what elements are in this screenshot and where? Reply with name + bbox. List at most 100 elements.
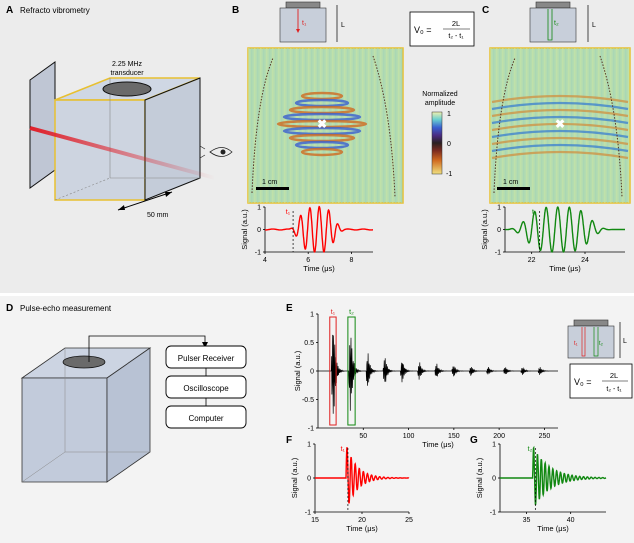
stripe xyxy=(505,48,507,203)
x-axis-label: Time (μs) xyxy=(346,524,378,533)
y-tick-label: 0.5 xyxy=(304,340,314,347)
colorbar-title-1: Normalized xyxy=(422,91,458,98)
stripe xyxy=(332,48,334,203)
y-tick-label: -1 xyxy=(305,510,311,517)
wave-band xyxy=(491,136,629,146)
x-tick-label: 50 xyxy=(359,433,367,440)
wave-band xyxy=(491,129,629,139)
t1-box xyxy=(329,316,337,426)
panel-b-t1: t₁ xyxy=(302,20,307,27)
scale-label-50mm: 50 mm xyxy=(147,212,169,219)
x-tick-label: 8 xyxy=(349,257,353,264)
x-axis-label: Time (μs) xyxy=(303,264,335,273)
stripe xyxy=(556,48,558,203)
panel-b-scalebar xyxy=(256,187,289,190)
stripe xyxy=(496,48,498,203)
formula-bottom-num: 2L xyxy=(610,371,618,380)
panel-b-letter: B xyxy=(232,5,239,16)
signal-line xyxy=(315,447,410,504)
stripe xyxy=(568,48,570,203)
formula-den: t₂ - t₁ xyxy=(448,33,464,40)
stripe xyxy=(514,48,516,203)
stripe xyxy=(368,48,370,203)
stripe xyxy=(559,48,561,203)
x-tick-label: 20 xyxy=(358,517,366,524)
stripe xyxy=(377,48,379,203)
stripe xyxy=(263,48,265,203)
stripe xyxy=(383,48,385,203)
x-axis-label: Time (μs) xyxy=(422,440,454,449)
x-tick-label: 250 xyxy=(539,433,551,440)
stripe xyxy=(511,48,513,203)
stripe xyxy=(302,48,304,203)
panel-d-title: Pulse-echo measurement xyxy=(20,304,112,313)
stripe xyxy=(547,48,549,203)
stripe xyxy=(314,48,316,203)
y-tick-label: 0 xyxy=(307,476,311,483)
stripe xyxy=(544,48,546,203)
stripe xyxy=(490,48,492,203)
y-tick-label: -1 xyxy=(495,250,501,257)
edge-trace xyxy=(372,55,396,198)
stripe xyxy=(613,48,615,203)
stripe xyxy=(371,48,373,203)
stripe xyxy=(562,48,564,203)
wave-band xyxy=(491,108,629,118)
panel-c-L: L xyxy=(592,22,596,29)
panel-c-image: ✖ xyxy=(489,47,631,204)
wave-band xyxy=(491,94,629,104)
stripe xyxy=(275,48,277,203)
stripe xyxy=(398,48,400,203)
t2-box xyxy=(347,316,356,426)
stripe xyxy=(266,48,268,203)
y-tick-label: -0.5 xyxy=(302,397,314,404)
x-tick-label: 4 xyxy=(263,257,267,264)
panel-e-schem-t2: t₂ xyxy=(599,341,604,347)
x-tick-label: 6 xyxy=(306,257,310,264)
center-mark: ✖ xyxy=(555,117,565,131)
stripe xyxy=(338,48,340,203)
oscilloscope-label: Oscilloscope xyxy=(183,384,229,393)
y-tick-label: -1 xyxy=(490,510,496,517)
stripe xyxy=(493,48,495,203)
time-marker-label: t₂ xyxy=(528,446,533,453)
formula-lhs: V₀ = xyxy=(414,25,432,35)
y-axis-label: Signal (a.u.) xyxy=(475,457,484,498)
wave-band xyxy=(491,115,629,125)
stripe xyxy=(610,48,612,203)
y-tick-label: 1 xyxy=(497,205,501,212)
y-tick-label: 1 xyxy=(492,442,496,449)
x-tick-label: 15 xyxy=(311,517,319,524)
stripe xyxy=(625,48,627,203)
stripe xyxy=(305,48,307,203)
stripe xyxy=(401,48,403,203)
center-mark: ✖ xyxy=(317,117,327,131)
x-tick-label: 22 xyxy=(528,257,536,264)
transducer-label-1: 2.25 MHz xyxy=(112,61,142,68)
y-axis-label: Signal (a.u.) xyxy=(240,209,249,250)
stripe xyxy=(622,48,624,203)
stripe xyxy=(317,48,319,203)
wave-band xyxy=(491,143,629,153)
signal-line xyxy=(505,206,625,253)
time-marker-label: t₁ xyxy=(341,446,346,453)
edge-trace xyxy=(599,55,623,198)
x-tick-label: 40 xyxy=(567,517,575,524)
wave-band xyxy=(491,150,629,160)
wave-band xyxy=(300,147,344,157)
panel-b-schematic xyxy=(279,1,338,43)
stripe xyxy=(260,48,262,203)
stripe xyxy=(392,48,394,203)
stripe xyxy=(380,48,382,203)
stripe xyxy=(269,48,271,203)
time-marker-label: t₁ xyxy=(286,209,291,216)
formula-bottom-den: t₂ - t₁ xyxy=(606,386,622,393)
stripe xyxy=(508,48,510,203)
pulser-receiver-label: Pulser Receiver xyxy=(178,354,235,363)
edge-trace xyxy=(251,57,274,194)
signal-line xyxy=(265,205,373,253)
y-tick-label: 0 xyxy=(310,369,314,376)
stripe xyxy=(565,48,567,203)
